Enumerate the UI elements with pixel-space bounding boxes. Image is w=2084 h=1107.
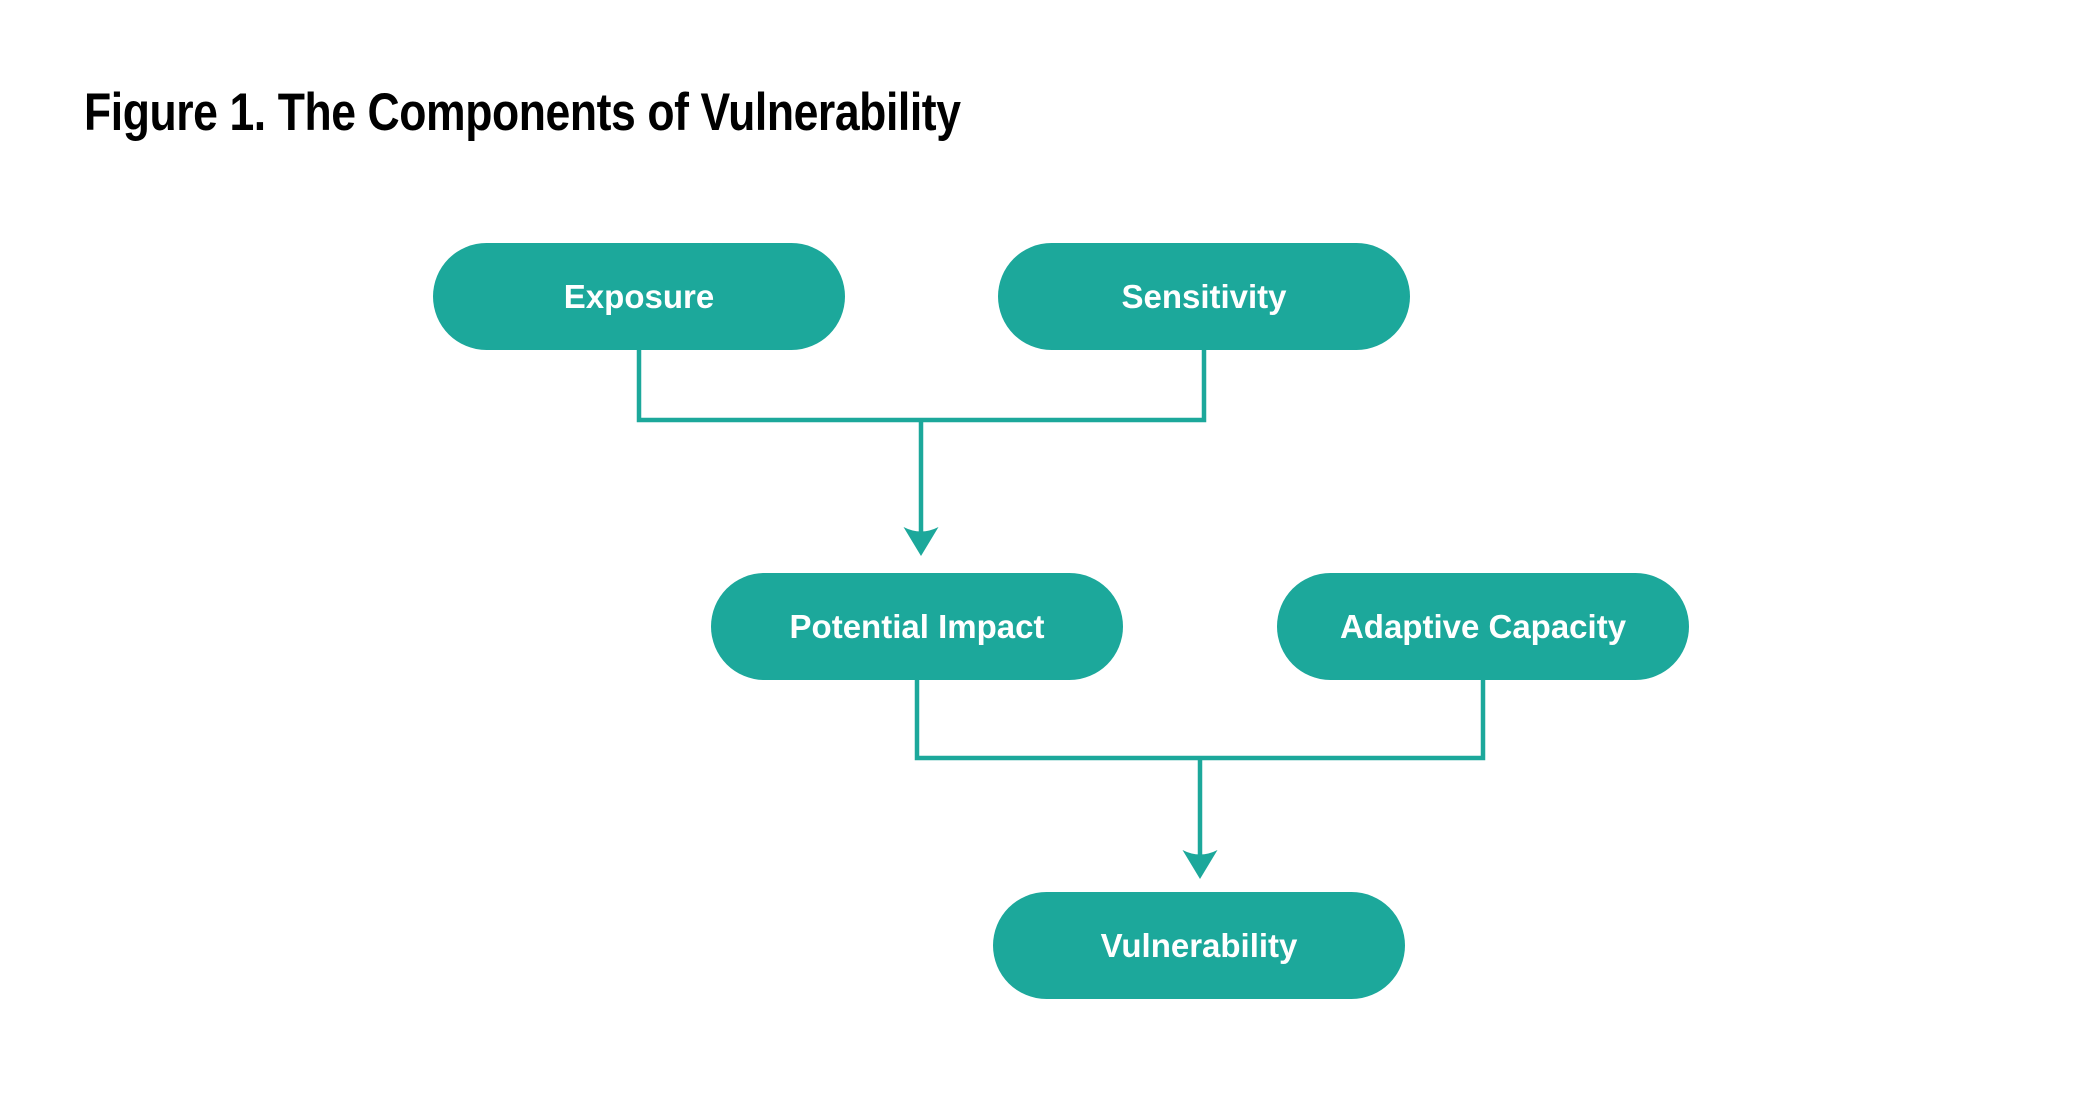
- top-junction-bracket: [636, 348, 1207, 423]
- arrow-down-icon-top: [903, 527, 939, 556]
- node-sensitivity: Sensitivity: [998, 243, 1410, 350]
- node-exposure-label: Exposure: [563, 277, 715, 315]
- node-adaptive-capacity: Adaptive Capacity: [1277, 573, 1689, 680]
- node-exposure: Exposure: [433, 243, 845, 350]
- bottom-junction-bracket: [914, 678, 1486, 761]
- node-sensitivity-label: Sensitivity: [1121, 277, 1287, 315]
- node-vulnerability: Vulnerability: [993, 892, 1405, 999]
- node-potential-impact-label: Potential Impact: [789, 607, 1045, 645]
- arrow-down-icon-bottom: [1182, 850, 1218, 879]
- node-vulnerability-label: Vulnerability: [1100, 926, 1298, 964]
- node-potential-impact: Potential Impact: [711, 573, 1123, 680]
- figure-title: Figure 1. The Components of Vulnerabilit…: [84, 83, 961, 142]
- node-adaptive-capacity-label: Adaptive Capacity: [1339, 607, 1627, 645]
